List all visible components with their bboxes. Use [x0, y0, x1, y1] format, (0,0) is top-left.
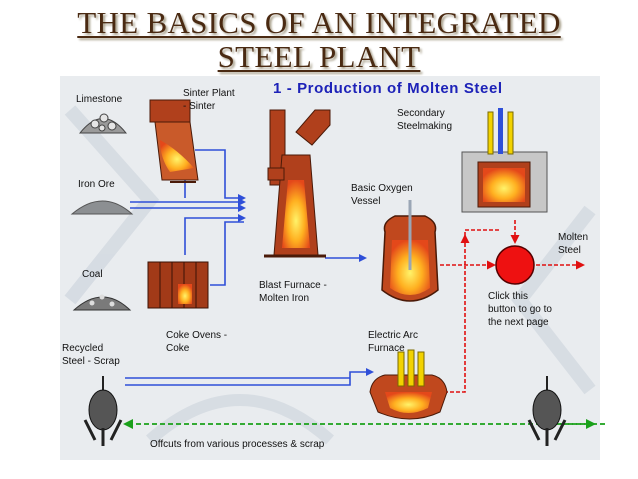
sinter-plant-label-line-2: - Sinter	[183, 101, 216, 112]
iron-ore-label: Iron Ore	[78, 179, 115, 190]
limestone-pile-icon	[78, 113, 128, 134]
molten-steel-label-line-1: Molten	[558, 232, 589, 243]
click-hint-line-3: the next page	[488, 317, 549, 328]
eaf-label-line-2: Furnace	[368, 343, 405, 354]
secondary-steelmaking-label-line-2: Steelmaking	[397, 121, 453, 132]
slide-title-line-1: THE BASICS OF AN INTEGRATED	[77, 5, 561, 40]
iron-ore-pile-icon	[70, 200, 134, 215]
scrap-grab-right-icon	[527, 376, 567, 446]
blast-furnace-label-line-2: Molten Iron	[259, 293, 310, 304]
recycled-label-line-2: Steel - Scrap	[62, 356, 120, 367]
eaf-label-line-1: Electric Arc	[368, 330, 419, 341]
bov-label-line-2: Vessel	[351, 196, 381, 207]
red-flow-arrows	[420, 220, 585, 393]
secondary-steelmaking-label-line-1: Secondary	[397, 108, 445, 119]
coal-pile-icon	[72, 294, 132, 311]
secondary-steelmaking-icon	[461, 108, 548, 213]
scrap-grab-left-icon	[83, 376, 123, 446]
click-hint-line-2: button to go to	[488, 304, 552, 315]
diagram-subtitle: 1 - Production of Molten Steel	[273, 80, 503, 97]
limestone-label: Limestone	[76, 94, 123, 105]
coal-label: Coal	[82, 269, 103, 280]
blast-furnace-icon	[264, 109, 331, 258]
next-page-button[interactable]	[495, 245, 535, 285]
blast-furnace-label-line-1: Blast Furnace -	[259, 280, 327, 291]
coke-ovens-icon	[147, 261, 209, 309]
recycled-label-line-1: Recycled	[62, 343, 104, 354]
background-watermark	[64, 105, 596, 445]
blue-flow-arrows	[125, 149, 374, 386]
molten-steel-label-line-2: Steel	[558, 245, 581, 256]
electric-arc-furnace-icon	[369, 349, 448, 420]
basic-oxygen-vessel-icon	[381, 200, 439, 302]
bov-label-line-1: Basic Oxygen	[351, 183, 413, 194]
sinter-plant-label-line-1: Sinter Plant	[183, 88, 235, 99]
coke-ovens-label-line-1: Coke Ovens -	[166, 330, 228, 341]
offcuts-label: Offcuts from various processes & scrap	[150, 439, 325, 450]
slide-title-line-2: STEEL PLANT	[217, 39, 421, 74]
click-hint-line-1: Click this	[488, 291, 529, 302]
sinter-plant-icon	[149, 99, 199, 183]
coke-ovens-label-line-2: Coke	[166, 343, 190, 354]
